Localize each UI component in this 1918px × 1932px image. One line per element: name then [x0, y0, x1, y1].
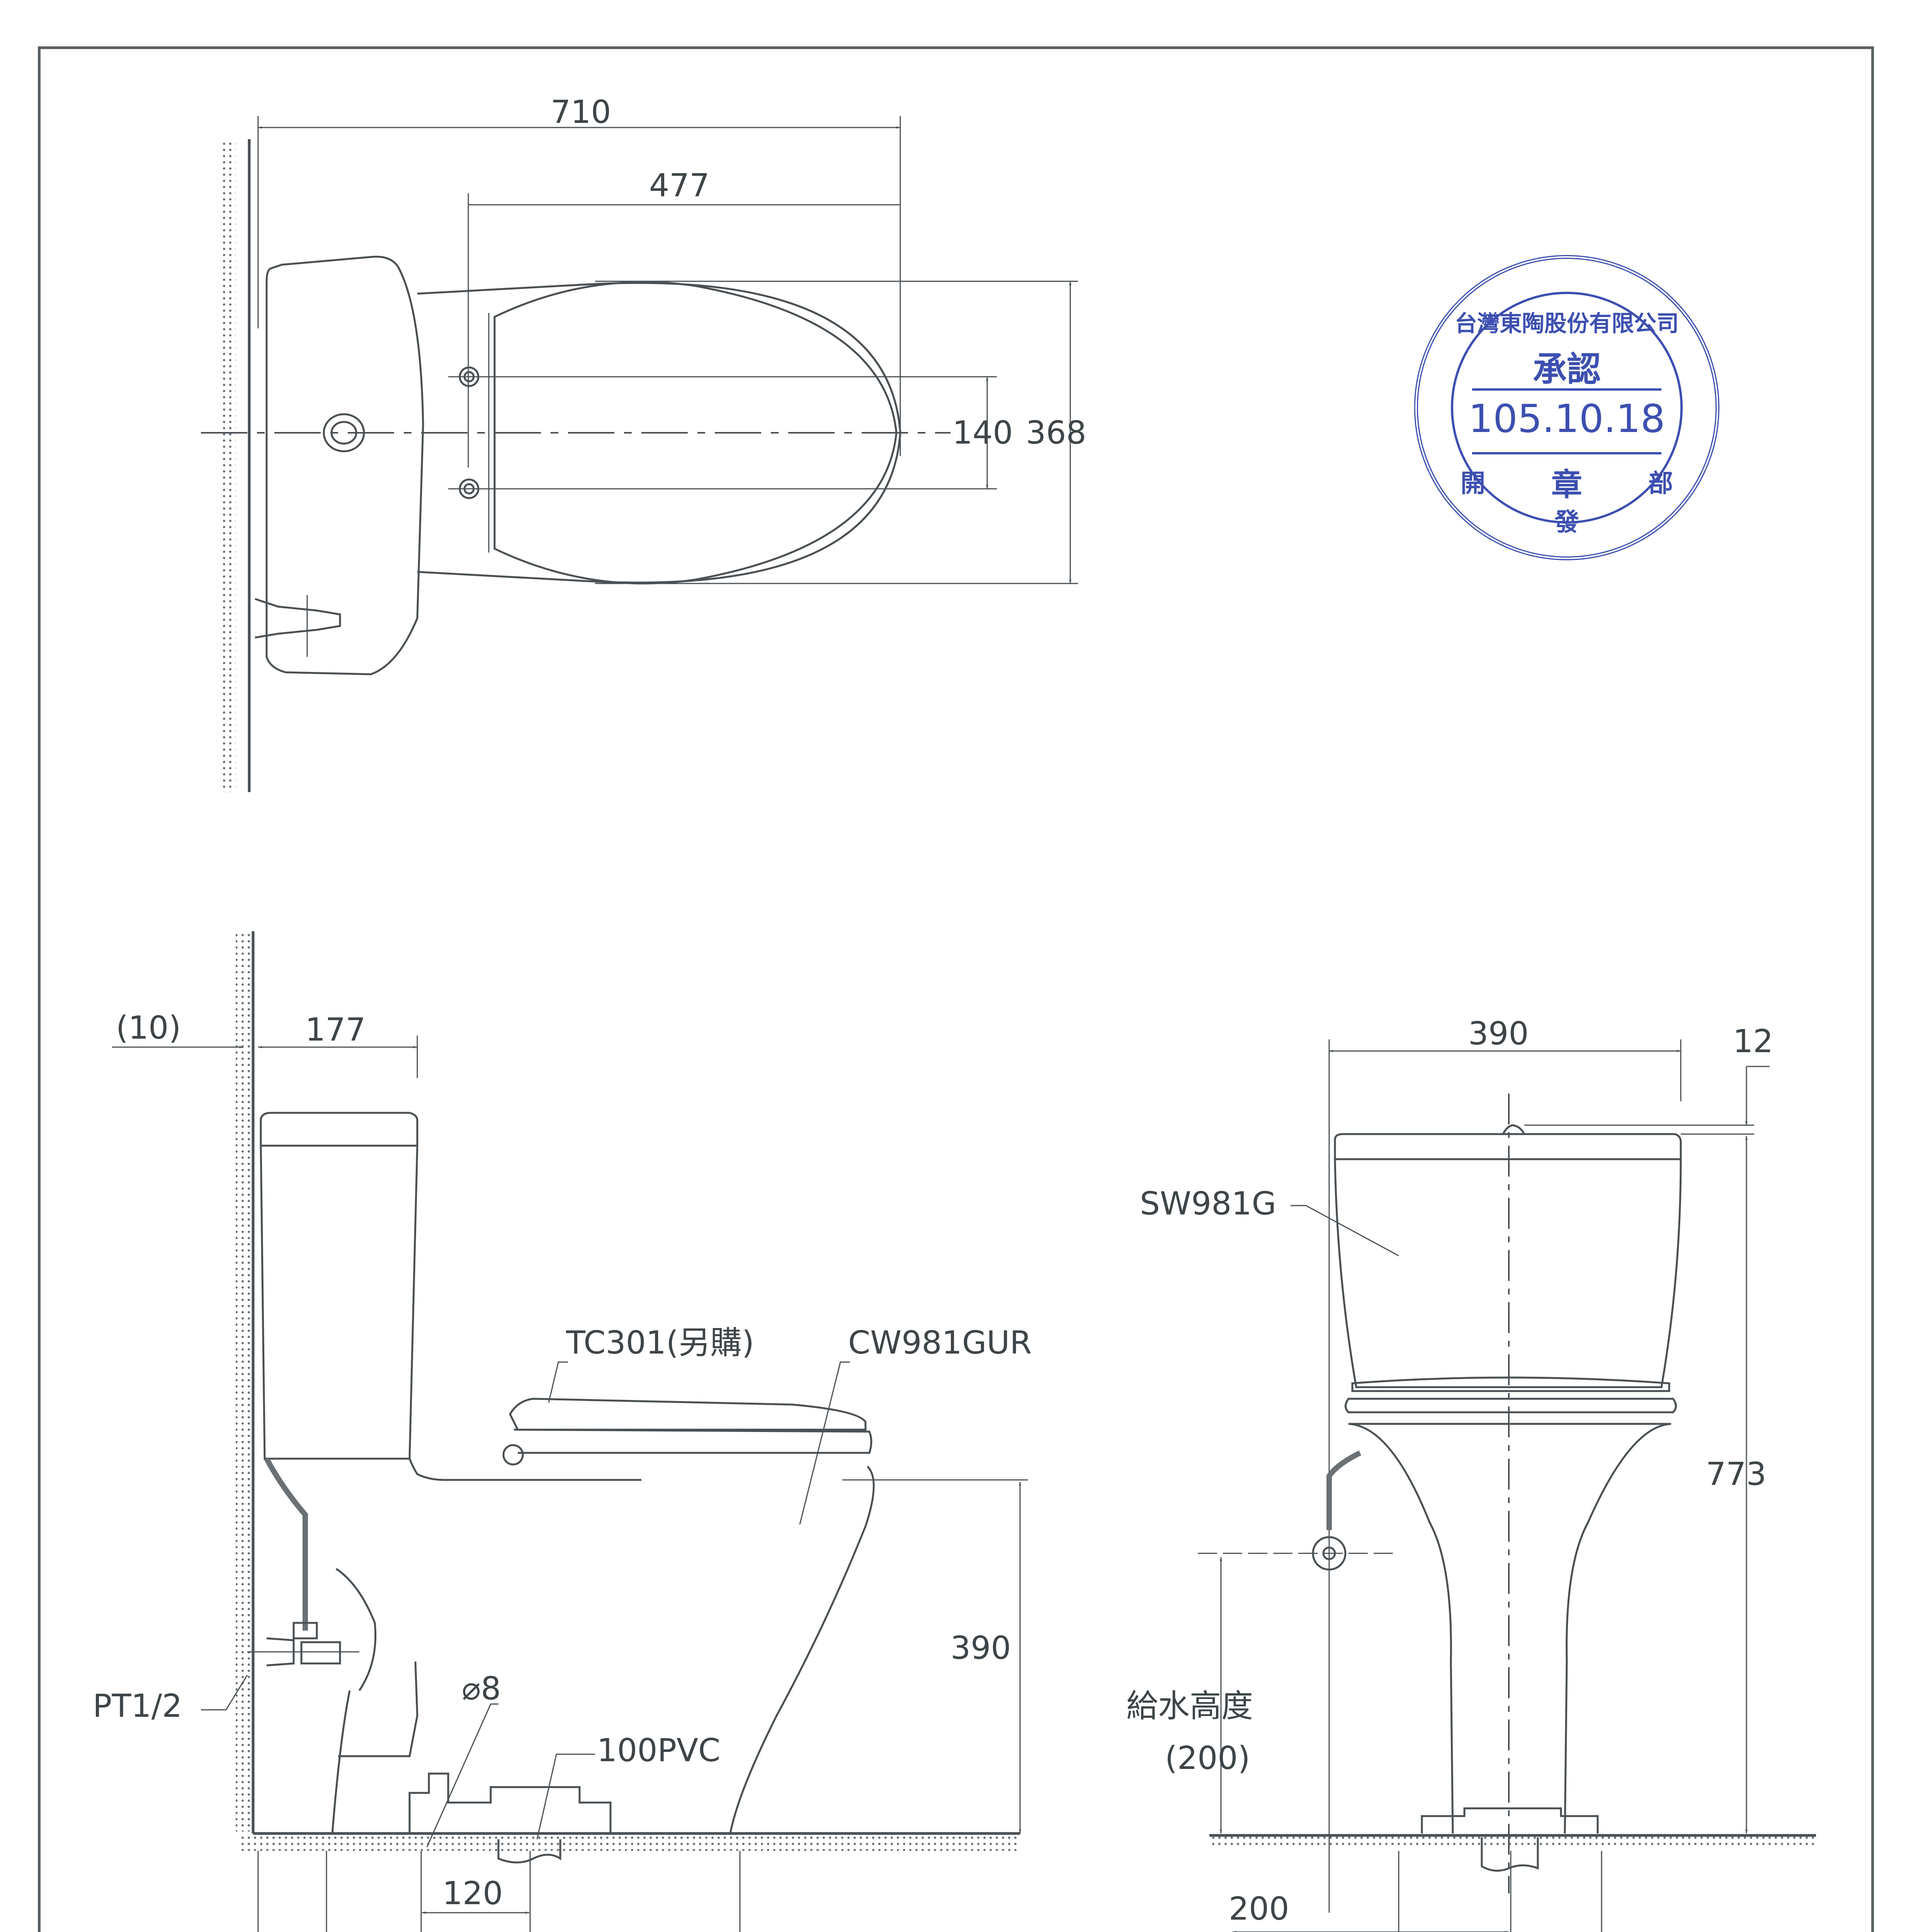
dim-overall-length: 710 [551, 94, 611, 131]
stamp-bottom-right: 部 [1648, 469, 1673, 498]
dim-wall-gap: (10) [116, 1010, 181, 1046]
front-view [1198, 1039, 1816, 1932]
dim-seat-length: 477 [649, 167, 710, 204]
dim-front-width: 390 [1468, 1015, 1529, 1052]
side-view [112, 931, 1028, 1932]
dim-supply-offset: 200 [1229, 1891, 1289, 1927]
label-tank-sw981g: SW981G [1140, 1185, 1277, 1222]
dim-overall-width: 368 [1026, 415, 1087, 451]
stamp-bottom: 發 [1554, 508, 1579, 537]
dim-button-height: 12 [1733, 1023, 1773, 1060]
dim-tank-depth: 177 [305, 1012, 366, 1048]
stamp-date: 105.10.18 [1468, 396, 1665, 441]
dim-bolt-to-drain: 120 [442, 1875, 503, 1912]
approval-stamp: 台灣東陶股份有限公司 承認 105.10.18 開 章 部 發 [1414, 255, 1719, 560]
stamp-bottom-center: 章 [1551, 467, 1582, 503]
stamp-company: 台灣東陶股份有限公司 [1454, 310, 1679, 337]
top-view [201, 116, 1078, 792]
dim-bolt-spacing: 140 [952, 415, 1013, 451]
label-drain-pvc: 100PVC [597, 1732, 721, 1769]
label-seat-tc301: TC301(另購) [566, 1325, 755, 1361]
dim-seat-height: 390 [950, 1630, 1011, 1667]
label-supply-height-value: (200) [1165, 1740, 1250, 1777]
drawing-frame [38, 46, 1874, 1932]
label-supply-thread: PT1/2 [93, 1688, 182, 1725]
label-bolt-diameter: ⌀8 [462, 1670, 501, 1707]
label-supply-height: 給水高度 [1126, 1688, 1253, 1725]
stamp-approved-label: 承認 [1532, 349, 1601, 389]
stamp-bottom-left: 開 [1461, 469, 1485, 498]
label-bowl-cw981gur: CW981GUR [848, 1325, 1032, 1361]
dim-overall-height: 773 [1706, 1456, 1767, 1493]
